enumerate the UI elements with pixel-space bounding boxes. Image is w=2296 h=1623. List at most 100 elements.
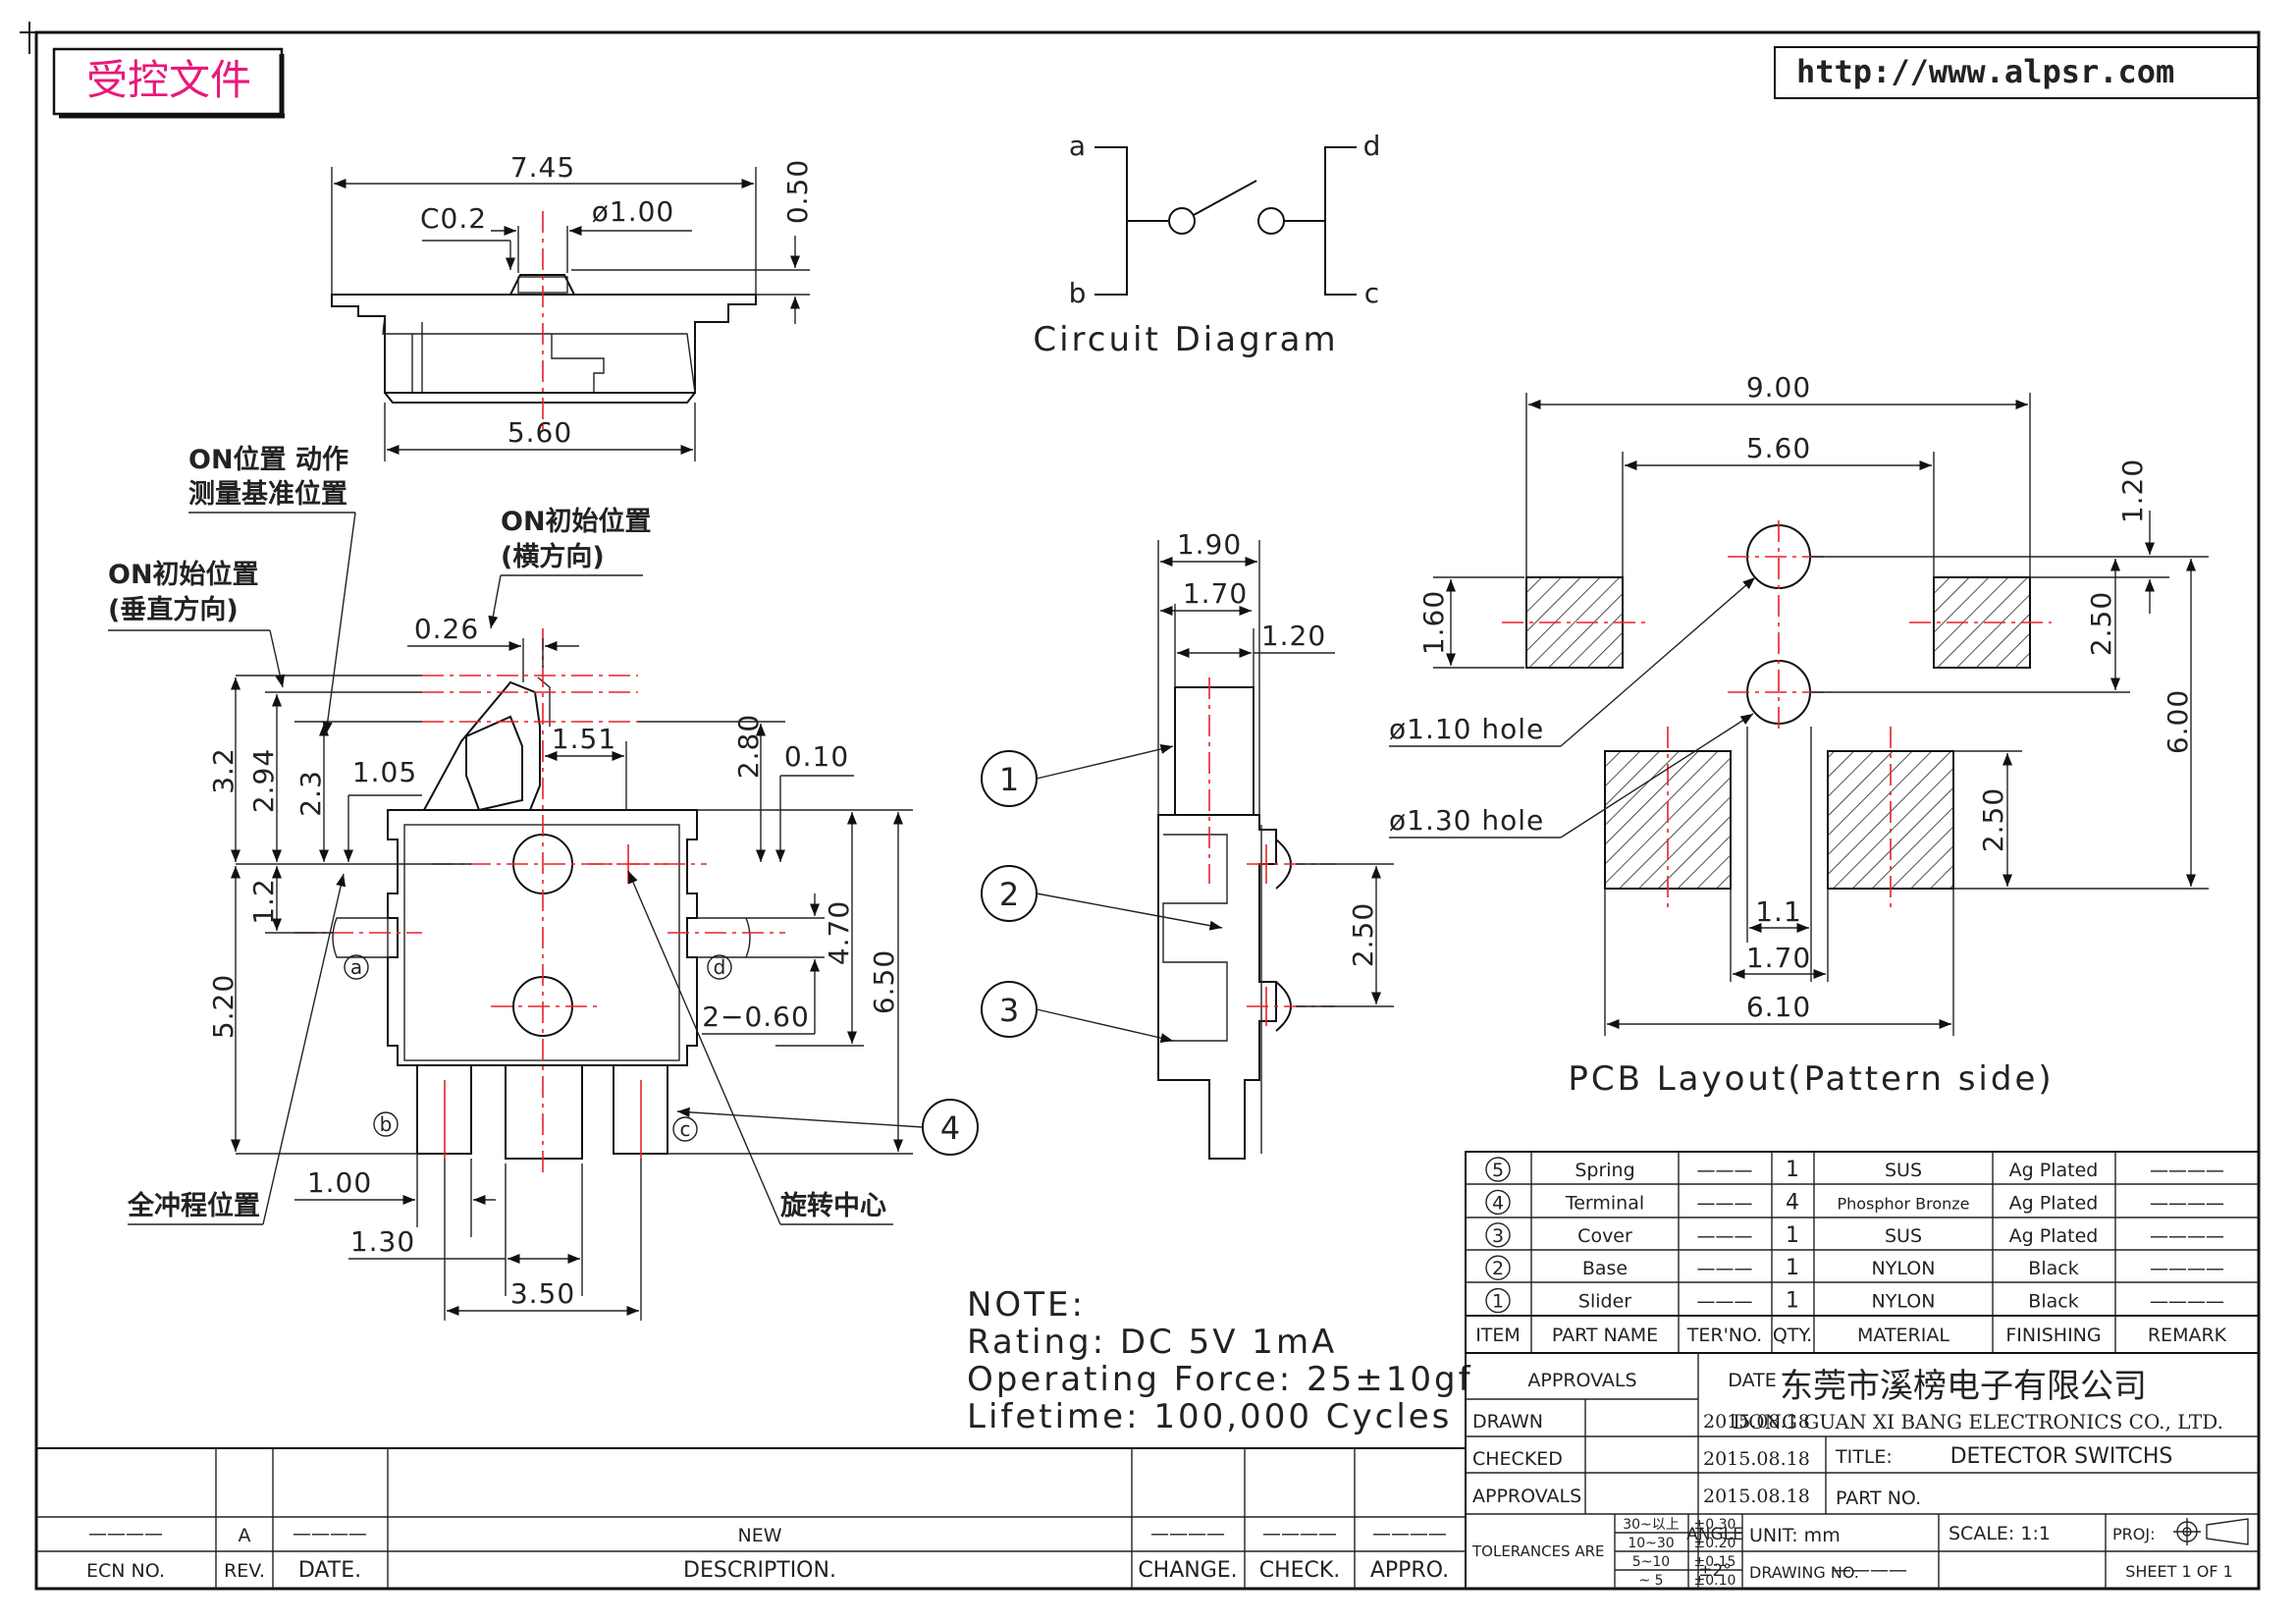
dim-3-2: 3.2 bbox=[207, 747, 240, 794]
note-on-init-v-line1: ON初始位置 bbox=[108, 559, 259, 590]
scale-label: SCALE: 1:1 bbox=[1949, 1523, 2051, 1544]
bom-cell-item: 2 bbox=[1492, 1258, 1504, 1279]
approvals-label: APPROVALS bbox=[1472, 1486, 1581, 1507]
dim-2-50-side: 2.50 bbox=[1347, 902, 1379, 967]
projection-label: PROJ: bbox=[2112, 1525, 2155, 1543]
dim-1-1: 1.1 bbox=[1755, 895, 1802, 928]
revision-block: ———— A ———— NEW ———— ———— ———— ECN NO. R… bbox=[35, 1447, 1467, 1590]
dim-0-26: 0.26 bbox=[414, 613, 479, 645]
bom-cell-item: 1 bbox=[1492, 1291, 1504, 1313]
bom-cell-material: Phosphor Bronze bbox=[1837, 1194, 1969, 1213]
note-on-init-h-line2: (横方向) bbox=[501, 541, 605, 572]
note-on-measure-line2: 测量基准位置 bbox=[188, 478, 347, 510]
circuit-label-c: c bbox=[1364, 277, 1380, 309]
bom-header-qty: QTY. bbox=[1773, 1325, 1812, 1346]
checked-date: 2015.08.18 bbox=[1703, 1448, 1810, 1470]
rev-header-description: DESCRIPTION. bbox=[683, 1558, 836, 1583]
dim-0-50: 0.50 bbox=[781, 159, 814, 224]
front-view: a d b c 3.2 2.94 2.3 1.05 1.2 5.20 0.26 bbox=[108, 444, 979, 1321]
title-value: DETECTOR SWITCHS bbox=[1950, 1444, 2173, 1469]
angle-value: ±2° bbox=[1698, 1561, 1732, 1581]
pin-label-c: c bbox=[680, 1117, 691, 1141]
dim-2-50-pcb-a: 2.50 bbox=[2085, 591, 2117, 656]
approvals-header: APPROVALS bbox=[1527, 1370, 1636, 1391]
bom-cell-finishing: Ag Plated bbox=[2009, 1192, 2099, 1214]
item-number-circle bbox=[1485, 1255, 1511, 1280]
dim-dia-1-00: ø1.00 bbox=[592, 195, 674, 228]
bom-cell-remark: ———— bbox=[2150, 1258, 2224, 1279]
circuit-title: Circuit Diagram bbox=[1033, 320, 1338, 359]
item-number-circle bbox=[1485, 1287, 1511, 1314]
note-on-measure-line1: ON位置 动作 bbox=[188, 444, 348, 475]
bom-cell-qty: 1 bbox=[1786, 1158, 1799, 1182]
rev-row-date: ———— bbox=[293, 1523, 367, 1544]
dim-2-94: 2.94 bbox=[247, 748, 280, 813]
note-on-init-v-line2: (垂直方向) bbox=[108, 594, 239, 625]
dim-5-60-top: 5.60 bbox=[507, 416, 572, 449]
bom-cell-remark: ———— bbox=[2150, 1160, 2224, 1181]
dim-6-10: 6.10 bbox=[1746, 991, 1811, 1023]
drawn-label: DRAWN bbox=[1472, 1411, 1543, 1433]
rev-row-rev: A bbox=[239, 1525, 251, 1546]
dim-2-3: 2.3 bbox=[294, 770, 327, 817]
dim-1-60: 1.60 bbox=[1417, 590, 1450, 655]
hole-small-label: ø1.10 hole bbox=[1389, 713, 1544, 745]
bom-cell-ter: ——— bbox=[1697, 1192, 1753, 1214]
bom-cell-remark: ———— bbox=[2150, 1192, 2224, 1214]
bom-cell-name: Spring bbox=[1575, 1160, 1634, 1181]
bom-cell-remark: ———— bbox=[2150, 1291, 2224, 1313]
website-url: http://www.alpsr.com bbox=[1796, 53, 2174, 90]
drawing-no-label: DRAWING NO. bbox=[1749, 1563, 1859, 1582]
side-view: 1.90 1.70 1.20 2.50 1 2 3 bbox=[981, 528, 1394, 1160]
balloon-3: 3 bbox=[999, 992, 1019, 1029]
tolerance-range: 10~30 bbox=[1628, 1536, 1674, 1551]
bom-cell-finishing: Black bbox=[2028, 1291, 2078, 1313]
dim-3-50: 3.50 bbox=[510, 1277, 575, 1310]
drawn-date: 2015.08.18 bbox=[1703, 1411, 1810, 1433]
rev-row-appro: ———— bbox=[1372, 1523, 1447, 1544]
tolerance-range: ~ 5 bbox=[1638, 1573, 1663, 1589]
pcb-layout: 9.00 5.60 1.20 2.50 6.00 2.50 1.60 1.1 1… bbox=[1389, 371, 2209, 1099]
dim-1-2: 1.2 bbox=[247, 878, 280, 925]
bom-cell-finishing: Ag Plated bbox=[2009, 1160, 2099, 1181]
angle-label: ANGLE bbox=[1686, 1525, 1743, 1544]
bom-cell-qty: 1 bbox=[1786, 1256, 1799, 1280]
dim-1-70-side: 1.70 bbox=[1183, 577, 1248, 610]
dim-1-05: 1.05 bbox=[352, 756, 417, 788]
note-lifetime: Lifetime: 100,000 Cycles bbox=[967, 1397, 1452, 1436]
note-force: Operating Force: 25±10gf bbox=[967, 1360, 1473, 1399]
dim-1-20-side: 1.20 bbox=[1261, 620, 1326, 652]
bom-cell-material: NYLON bbox=[1872, 1258, 1936, 1279]
bom-header-material: MATERIAL bbox=[1857, 1325, 1949, 1346]
bom-header-name: PART NAME bbox=[1552, 1325, 1658, 1346]
rev-header-check: CHECK. bbox=[1259, 1558, 1341, 1583]
tolerance-range: 30~以上 bbox=[1623, 1517, 1680, 1533]
tolerance-value: ±0.10 bbox=[1694, 1573, 1736, 1589]
top-view: 7.45 0.50 ø1.00 C0.2 5.60 bbox=[331, 151, 814, 461]
controlled-document-stamp: 受控文件 bbox=[52, 47, 285, 119]
approvals-date: 2015.08.18 bbox=[1703, 1486, 1810, 1507]
circuit-label-b: b bbox=[1069, 277, 1088, 309]
bom-cell-finishing: Black bbox=[2028, 1258, 2078, 1279]
note-rating: Rating: DC 5V 1mA bbox=[967, 1323, 1337, 1362]
dim-1-90: 1.90 bbox=[1177, 528, 1242, 561]
dim-6-50: 6.50 bbox=[868, 949, 900, 1014]
dim-c0-2: C0.2 bbox=[420, 202, 487, 235]
note-heading: NOTE: bbox=[967, 1285, 1086, 1325]
rev-header-date: DATE. bbox=[298, 1558, 361, 1583]
note-block: NOTE: Rating: DC 5V 1mA Operating Force:… bbox=[967, 1285, 1473, 1436]
bom-cell-item: 4 bbox=[1492, 1192, 1504, 1214]
dim-1-00: 1.00 bbox=[307, 1166, 372, 1199]
balloon-2: 2 bbox=[999, 876, 1019, 913]
tolerance-value: ±0.15 bbox=[1694, 1554, 1736, 1570]
checked-label: CHECKED bbox=[1472, 1448, 1563, 1470]
bom-cell-material: SUS bbox=[1885, 1160, 1922, 1181]
part-no-label: PART NO. bbox=[1836, 1488, 1921, 1509]
circuit-label-a: a bbox=[1069, 130, 1087, 162]
dim-9-00: 9.00 bbox=[1746, 371, 1811, 404]
rev-header-rev: REV. bbox=[224, 1560, 265, 1582]
dim-1-30: 1.30 bbox=[350, 1225, 415, 1258]
